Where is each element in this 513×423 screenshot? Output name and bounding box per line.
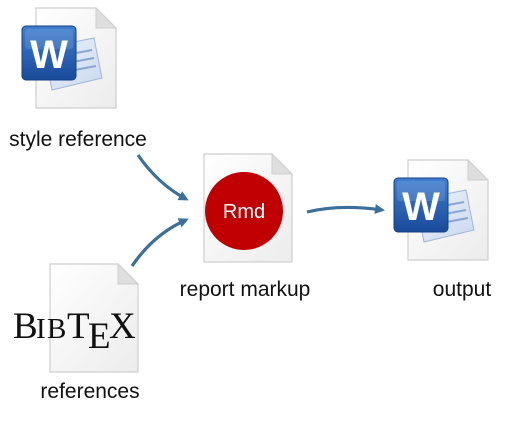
svg-text:T: T (67, 306, 90, 347)
svg-text:B: B (47, 313, 66, 345)
svg-text:E: E (88, 316, 111, 357)
style-reference-node: style reference (9, 7, 147, 151)
word-document-icon (393, 159, 489, 261)
arrow-references-to-report (130, 218, 189, 267)
bibtex-logo: B I B T E X (13, 306, 136, 357)
svg-text:I: I (36, 313, 46, 345)
arrow-style-to-report (136, 154, 189, 201)
svg-text:X: X (109, 306, 136, 347)
rmd-document-icon: Rmd (203, 152, 294, 263)
style-reference-label: style reference (9, 128, 147, 151)
report-markup-label: report markup (180, 278, 311, 301)
arrow-report-to-output (306, 204, 385, 214)
rmd-badge (205, 172, 283, 250)
rmd-badge-text: Rmd (223, 201, 265, 223)
report-markup-node: Rmd report markup (180, 152, 311, 301)
output-node: output (393, 159, 492, 301)
bibtex-document-icon (49, 262, 140, 373)
output-label: output (433, 278, 492, 301)
references-node: B I B T E X references (13, 262, 140, 403)
references-label: references (40, 380, 139, 403)
word-document-icon (21, 7, 117, 109)
svg-text:B: B (13, 306, 38, 347)
